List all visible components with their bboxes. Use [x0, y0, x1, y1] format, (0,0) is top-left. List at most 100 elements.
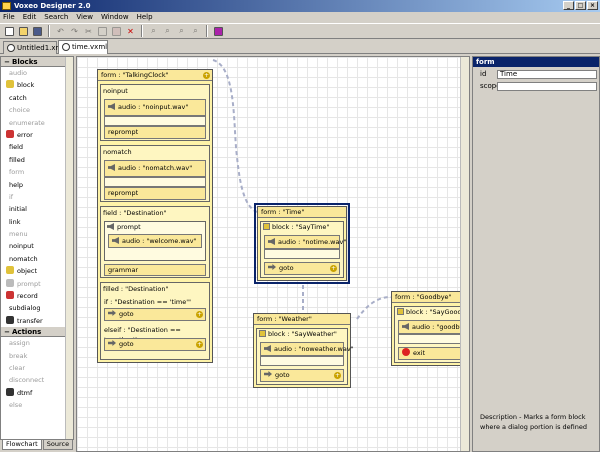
- blocks-item-audio[interactable]: audio: [1, 67, 73, 79]
- tab-time-vxml[interactable]: time.vxml: [58, 40, 108, 54]
- audio-row[interactable]: audio : "noinput.wav": [104, 99, 206, 116]
- blocks-item-filled[interactable]: filled: [1, 154, 73, 166]
- blocks-item-link[interactable]: link: [1, 216, 73, 228]
- open-folder-icon[interactable]: [17, 25, 30, 38]
- goto-row[interactable]: goto+: [104, 308, 206, 321]
- grammar-row[interactable]: grammar: [104, 264, 206, 276]
- audio-row[interactable]: audio : "welcome.wav": [108, 234, 202, 248]
- blocks-item-form[interactable]: form: [1, 166, 73, 178]
- close-button[interactable]: ×: [587, 1, 598, 10]
- id-field[interactable]: Time: [497, 69, 597, 79]
- block-saygoodbye[interactable]: block : "SayGoodbye" audio : "goodbye.wa…: [394, 306, 469, 363]
- new-file-icon[interactable]: [3, 25, 16, 38]
- block-saytime[interactable]: block : "SayTime" audio : "notime.wav" g…: [260, 221, 346, 278]
- drop-zone[interactable]: [104, 116, 206, 126]
- menu-file[interactable]: File: [3, 13, 15, 21]
- goto-row[interactable]: goto+: [260, 369, 344, 382]
- audio-row[interactable]: audio : "noweather.wav": [260, 342, 354, 356]
- blocks-item-prompt[interactable]: prompt: [1, 278, 73, 290]
- blocks-item-if[interactable]: if: [1, 191, 73, 203]
- blocks-item-field[interactable]: field: [1, 141, 73, 153]
- filled-destination[interactable]: filled : "Destination" if : "Destination…: [100, 282, 210, 360]
- drop-zone[interactable]: [260, 356, 344, 366]
- expand-icon[interactable]: +: [196, 341, 203, 348]
- delete-icon[interactable]: ✕: [127, 26, 134, 36]
- form-goodbye[interactable]: form : "Goodbye" block : "SayGoodbye" au…: [391, 291, 469, 366]
- expand-icon[interactable]: +: [334, 372, 341, 379]
- tab-source[interactable]: Source: [42, 440, 74, 450]
- blocks-item-menu[interactable]: menu: [1, 228, 73, 240]
- noinput-block[interactable]: noinput audio : "noinput.wav" reprompt: [100, 84, 210, 141]
- expand-icon[interactable]: +: [330, 265, 337, 272]
- actions-item-clear[interactable]: clear: [1, 362, 73, 374]
- drop-zone[interactable]: [398, 334, 469, 344]
- blocks-item-initial[interactable]: initial: [1, 203, 73, 215]
- expand-icon[interactable]: +: [196, 311, 203, 318]
- block-sayweather[interactable]: block : "SayWeather" audio : "noweather.…: [256, 328, 354, 385]
- audio-row[interactable]: audio : "notime.wav": [264, 235, 346, 249]
- cut-icon[interactable]: ✂: [85, 26, 92, 36]
- exit-row[interactable]: exit: [398, 347, 469, 360]
- menu-help[interactable]: Help: [136, 13, 153, 21]
- actions-item-disconnect[interactable]: disconnect: [1, 374, 73, 386]
- find-next-icon[interactable]: ⌕: [165, 26, 170, 35]
- blocks-item-enumerate[interactable]: enumerate: [1, 117, 73, 129]
- book-icon[interactable]: [212, 25, 225, 38]
- replace-icon[interactable]: ⌕: [193, 26, 198, 35]
- find-icon[interactable]: ⌕: [151, 26, 156, 35]
- maximize-button[interactable]: □: [575, 1, 586, 10]
- blocks-item-choice[interactable]: choice: [1, 104, 73, 116]
- blocks-item-transfer[interactable]: transfer: [1, 315, 73, 327]
- drop-zone[interactable]: [264, 249, 340, 259]
- drop-zone[interactable]: [104, 177, 206, 187]
- blocks-item-block[interactable]: block: [1, 79, 73, 91]
- redo-icon[interactable]: ↷: [71, 26, 78, 36]
- blocks-item-noinput[interactable]: noinput: [1, 240, 73, 252]
- audio-row[interactable]: audio : "nomatch.wav": [104, 160, 206, 177]
- scope-field[interactable]: [497, 81, 597, 91]
- reprompt-row[interactable]: reprompt: [104, 187, 206, 200]
- menu-search[interactable]: Search: [44, 13, 69, 21]
- menu-view[interactable]: View: [76, 13, 93, 21]
- undo-icon[interactable]: ↶: [57, 26, 64, 36]
- actions-item-else[interactable]: else: [1, 399, 73, 411]
- if-condition[interactable]: if : "Destination == 'time'": [104, 298, 191, 306]
- canvas-scrollbar[interactable]: [460, 57, 469, 451]
- tab-flowchart[interactable]: Flowchart: [2, 440, 42, 450]
- blocks-item-help[interactable]: help: [1, 179, 73, 191]
- actions-section-header[interactable]: −Actions: [1, 327, 73, 338]
- save-icon[interactable]: [31, 25, 44, 38]
- minimize-button[interactable]: _: [563, 1, 574, 10]
- form-talkingclock[interactable]: form : "TalkingClock"+ noinput audio : "…: [97, 69, 213, 363]
- field-destination[interactable]: field : "Destination" prompt audio : "we…: [100, 206, 210, 278]
- blocks-item-nomatch[interactable]: nomatch: [1, 253, 73, 265]
- blocks-item-object[interactable]: object: [1, 265, 73, 277]
- actions-item-dtmf[interactable]: dtmf: [1, 387, 73, 399]
- menu-window[interactable]: Window: [100, 13, 129, 21]
- palette-scrollbar[interactable]: [65, 57, 73, 439]
- blocks-item-catch[interactable]: catch: [1, 92, 73, 104]
- elseif-condition[interactable]: elseif : "Destination == 'weather'": [104, 326, 181, 344]
- reprompt-row[interactable]: reprompt: [104, 126, 206, 139]
- expand-icon[interactable]: +: [203, 72, 210, 79]
- blocks-item-error[interactable]: error: [1, 129, 73, 141]
- blocks-section-header[interactable]: −Blocks: [1, 57, 73, 67]
- audio-row[interactable]: audio : "goodbye.wav": [398, 320, 469, 334]
- form-weather[interactable]: form : "Weather" block : "SayWeather" au…: [253, 313, 354, 388]
- find-prev-icon[interactable]: ⌕: [179, 26, 184, 35]
- blocks-item-subdialog[interactable]: subdialog: [1, 302, 73, 314]
- collapse-icon: −: [4, 328, 10, 337]
- nomatch-block[interactable]: nomatch audio : "nomatch.wav" reprompt: [100, 145, 210, 202]
- paste-icon[interactable]: [110, 25, 123, 38]
- blocks-item-record[interactable]: record: [1, 290, 73, 302]
- flowchart-canvas[interactable]: form : "TalkingClock"+ noinput audio : "…: [76, 56, 470, 452]
- actions-item-break[interactable]: break: [1, 350, 73, 362]
- prompt-block[interactable]: prompt audio : "welcome.wav": [104, 221, 206, 261]
- copy-icon[interactable]: [96, 25, 109, 38]
- form-time[interactable]: form : "Time" block : "SayTime" audio : …: [254, 203, 350, 284]
- tab-untitled1[interactable]: Untitled1.xml: [3, 41, 64, 54]
- menu-edit[interactable]: Edit: [22, 13, 37, 21]
- goto-row[interactable]: goto+: [104, 338, 206, 351]
- goto-row[interactable]: goto+: [264, 262, 340, 275]
- actions-item-assign[interactable]: assign: [1, 337, 73, 349]
